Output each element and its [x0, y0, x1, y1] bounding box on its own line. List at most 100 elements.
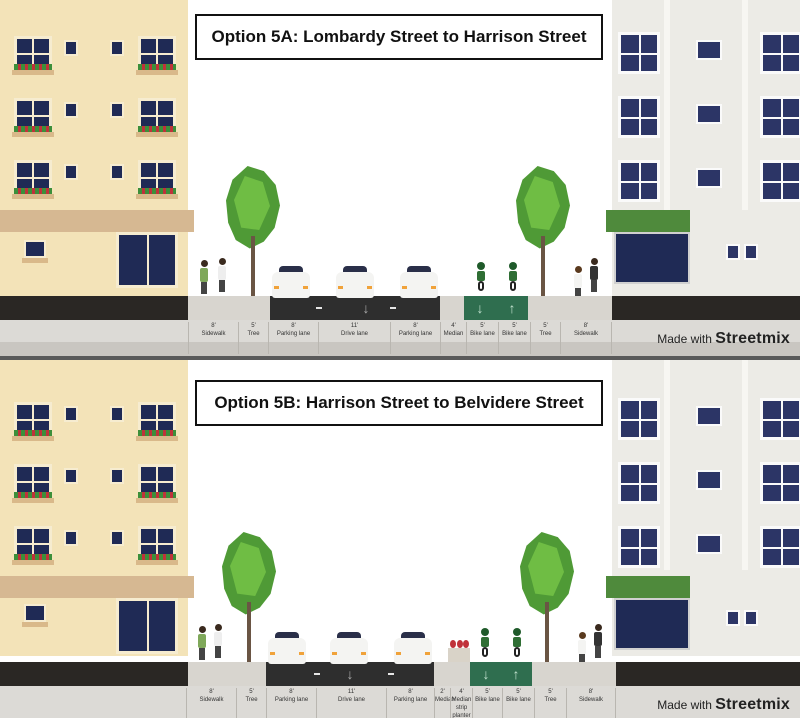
segment-label: 5'Tree [238, 322, 268, 354]
pedestrian [594, 624, 602, 658]
window [760, 96, 800, 138]
pedestrian [198, 626, 206, 660]
right-building [612, 360, 800, 656]
building-column [742, 0, 748, 210]
window [760, 160, 800, 202]
right-sidewalk-surface [528, 296, 612, 320]
car [336, 266, 374, 298]
window-sill [12, 436, 54, 441]
cyclist [478, 628, 492, 657]
flower-box [138, 64, 176, 70]
parked-car [268, 632, 306, 664]
segment-label: 8'Parking lane [268, 322, 318, 354]
small-window [744, 244, 758, 260]
window-sill [12, 194, 54, 199]
segment-label: 11'Drive lane [318, 322, 390, 354]
segment-label: 2'Median [434, 688, 455, 718]
window [760, 526, 800, 568]
small-window [110, 102, 124, 118]
small-window [110, 164, 124, 180]
flower-box [14, 188, 52, 194]
window [696, 470, 722, 490]
parked-car [272, 266, 310, 298]
small-window [110, 468, 124, 484]
segment-label: 4'Median strip planter [450, 688, 472, 718]
section-title: Option 5B: Harrison Street to Belvidere … [195, 380, 603, 426]
flower-box [138, 554, 176, 560]
median-surface [434, 662, 470, 686]
small-window [64, 164, 78, 180]
segment-label: 5'Tree [236, 688, 266, 718]
small-window [110, 530, 124, 546]
small-window [64, 468, 78, 484]
window [696, 40, 722, 60]
window [618, 398, 660, 440]
window [696, 534, 722, 554]
small-window [110, 40, 124, 56]
left-sidewalk-surface [188, 296, 270, 320]
segment-label: 5'Bike lane [472, 688, 502, 718]
right-building-base [612, 296, 800, 320]
small-window [24, 604, 46, 622]
window [618, 96, 660, 138]
window [618, 462, 660, 504]
up-arrow-icon: ↑ [508, 300, 516, 316]
building-column [664, 360, 670, 570]
window-sill [136, 560, 178, 565]
down-arrow-icon: ↓ [346, 666, 354, 682]
small-window [726, 244, 740, 260]
segment-label: 4'Median [440, 322, 466, 354]
down-arrow-icon: ↓ [482, 666, 490, 682]
right-awning [606, 210, 690, 232]
right-building-base [616, 662, 800, 686]
left-sidewalk-surface [188, 662, 266, 686]
street-tree [520, 532, 574, 662]
storefront-window [116, 232, 178, 288]
street-section-option-5b: Option 5B: Harrison Street to Belvidere … [0, 360, 800, 718]
building-column [664, 0, 670, 210]
window [618, 526, 660, 568]
segment-label: 8'Sidewalk [186, 688, 236, 718]
street-section-option-5a: Option 5A: Lombardy Street to Harrison S… [0, 0, 800, 358]
down-arrow-icon: ↓ [476, 300, 484, 316]
flower-box [138, 430, 176, 436]
small-window [64, 406, 78, 422]
median-surface [440, 296, 464, 320]
segment-label: 11'Drive lane [316, 688, 386, 718]
small-window [64, 530, 78, 546]
median-planter [448, 640, 470, 662]
flower-box [14, 554, 52, 560]
segment-label: 5'Tree [530, 322, 560, 354]
window-sill [22, 622, 48, 627]
flower-box [14, 126, 52, 132]
segment-label-strip [0, 686, 800, 718]
pedestrian [590, 258, 598, 292]
window-sill [136, 70, 178, 75]
window-sill [136, 498, 178, 503]
pedestrian [218, 258, 226, 292]
left-awning [0, 210, 194, 232]
segment-label: 8'Sidewalk [560, 322, 612, 354]
segment-label: 8'Sidewalk [188, 322, 238, 354]
segment-label: 8'Parking lane [266, 688, 316, 718]
window [760, 398, 800, 440]
cyclist [474, 262, 488, 291]
segment-label: 5'Bike lane [502, 688, 534, 718]
roadway: ↓ [266, 662, 434, 686]
window [760, 32, 800, 74]
window-sill [12, 70, 54, 75]
streetmix-credit: Made with Streetmix [657, 330, 790, 347]
window [618, 160, 660, 202]
bottom-bar [0, 342, 800, 356]
street-tree [222, 532, 276, 662]
small-window [24, 240, 46, 258]
roadway: ↓ [270, 296, 462, 320]
window [696, 406, 722, 426]
flower-box [14, 492, 52, 498]
building-column [742, 360, 748, 570]
flower-box [14, 430, 52, 436]
left-awning [0, 576, 194, 598]
segment-label: 5'Tree [534, 688, 566, 718]
flower-box [138, 492, 176, 498]
window-sill [136, 436, 178, 441]
